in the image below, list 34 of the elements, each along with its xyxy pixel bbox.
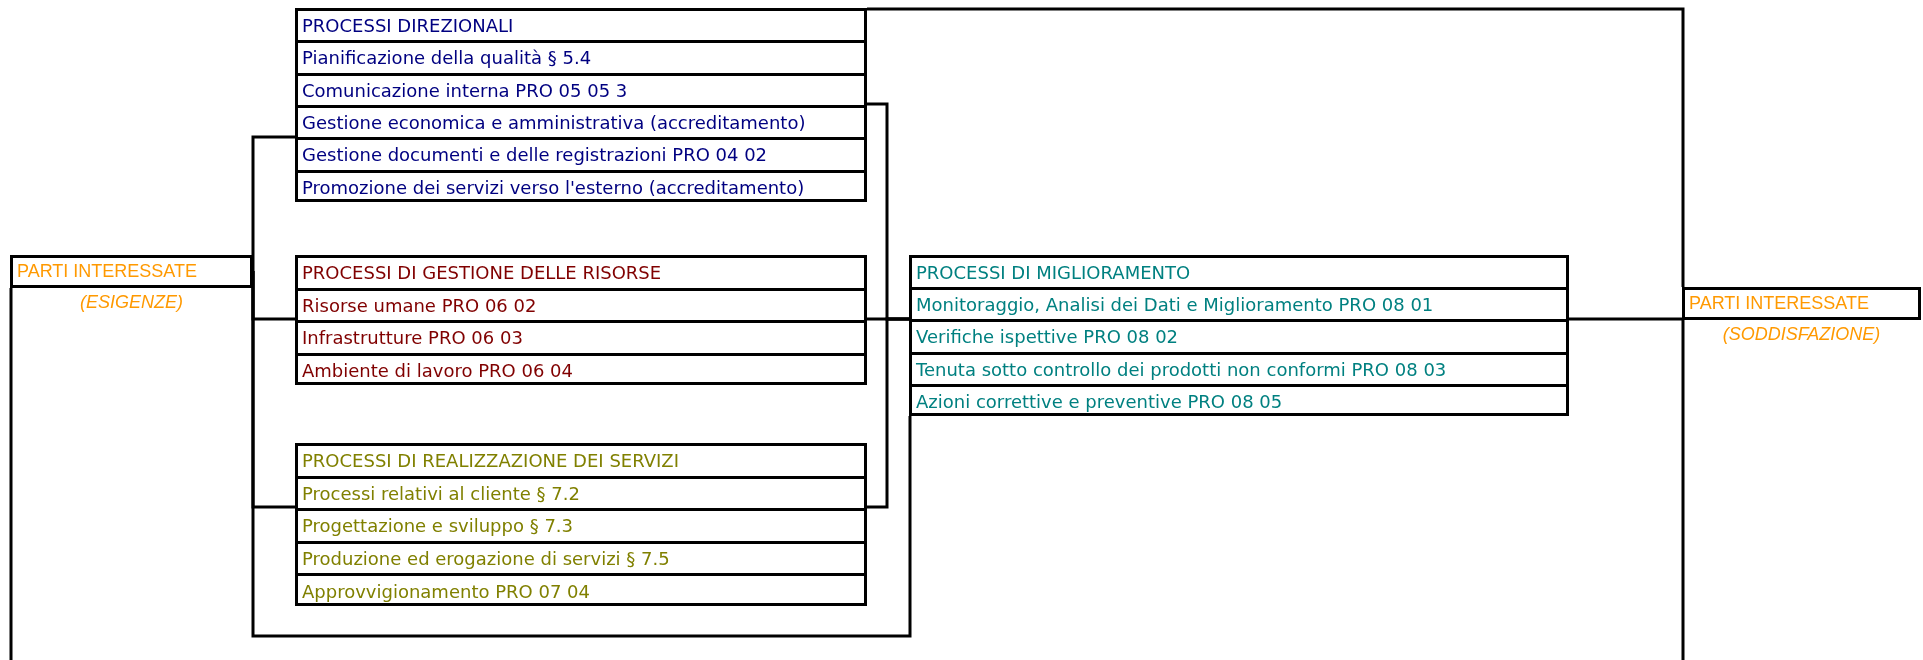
process-row: Approvvigionamento PRO 07 04 [298,573,864,606]
connector-line [9,288,1685,660]
process-row: Risorse umane PRO 06 02 [298,287,864,320]
process-row: Promozione dei servizi verso l'esterno (accreditamento) [298,169,864,202]
connector-line [867,7,1685,287]
process-row: Progettazione e sviluppo § 7.3 [298,508,864,541]
group-heading: PROCESSI DI REALIZZAZIONE DEI SERVIZI [302,449,679,474]
caption-text: (ESIGENZE) [79,292,184,313]
stakeholder-box: PARTI INTERESSATE [10,255,253,288]
process-table [295,443,867,606]
process-row: Pianificazione della qualità § 5.4 [298,40,864,73]
process-row: Ambiente di lavoro PRO 06 04 [298,352,864,385]
process-table [295,8,867,202]
process-row: Comunicazione interna PRO 05 05 3 [298,72,864,105]
process-row: Gestione economica e amministrativa (accreditamento) [298,105,864,138]
process-row: Azioni correttive e preventive PRO 08 05 [912,383,1566,416]
process-table [295,255,867,385]
connector-line [251,269,912,638]
connector-line [251,135,295,273]
group-heading: PROCESSI DI GESTIONE DELLE RISORSE [302,261,662,286]
process-row: Produzione ed erogazione di servizi § 7.5 [298,540,864,574]
process-row: Processi relativi al cliente § 7.2 [298,475,864,509]
group-heading: PROCESSI DIREZIONALI [302,14,514,39]
process-table [909,255,1569,416]
stakeholder-box: PARTI INTERESSATE [1682,287,1921,320]
process-row: Gestione documenti e delle registrazioni PRO 04 02 [298,137,864,170]
caption-text: (SODDISFAZIONE) [1721,324,1882,345]
group-heading: PROCESSI DI MIGLIORAMENTO [916,261,1191,286]
process-row: Tenuta sotto controllo dei prodotti non conformi PRO 08 03 [912,351,1566,384]
process-row: Monitoraggio, Analisi dei Dati e Miglioramento PRO 08 01 [912,287,1566,320]
connector-line [867,317,909,321]
connector-line [1569,317,1682,321]
process-row: Verifiche ispettive PRO 08 02 [912,319,1566,352]
process-row: Infrastrutture PRO 06 03 [298,320,864,353]
